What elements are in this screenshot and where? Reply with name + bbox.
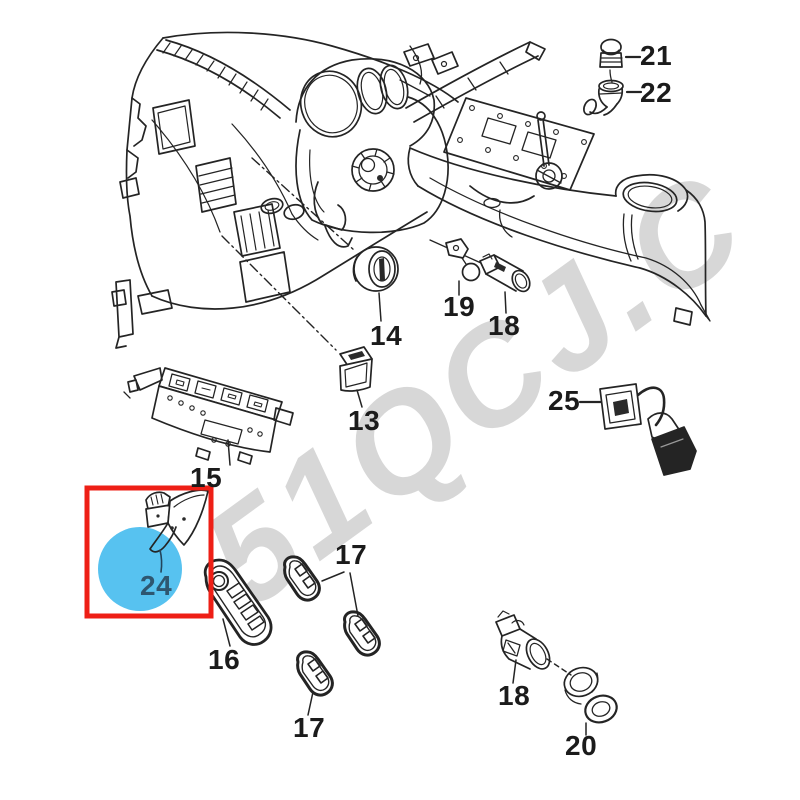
dashboard-assembly-drawing — [111, 31, 459, 349]
part-label-17-upper: 17 — [335, 539, 368, 570]
part-15-drawing — [123, 367, 294, 466]
center-console-drawing — [399, 41, 711, 326]
part-18-lower-drawing — [495, 610, 572, 684]
part-21-drawing — [599, 38, 642, 83]
part-17-switches-drawing — [283, 555, 381, 716]
part-label-14: 14 — [370, 320, 403, 351]
part-20-drawing — [563, 666, 618, 736]
part-19-drawing — [429, 238, 482, 296]
part-label-24-highlighted: 24 — [140, 570, 173, 601]
part-label-17-lower: 17 — [293, 712, 326, 743]
part-25-drawing — [578, 383, 697, 476]
highlight-circle — [98, 527, 182, 611]
part-label-22: 22 — [640, 77, 673, 108]
part-label-21: 21 — [640, 40, 673, 71]
part-label-18-lower: 18 — [498, 680, 531, 711]
part-18-upper-drawing — [479, 253, 531, 314]
part-14-drawing — [251, 157, 399, 322]
part-label-19: 19 — [443, 291, 476, 322]
part-label-20: 20 — [565, 730, 598, 761]
part-label-18-upper: 18 — [488, 310, 521, 341]
part-label-16: 16 — [208, 644, 241, 675]
part-22-drawing — [583, 79, 643, 116]
part-13-drawing — [221, 235, 373, 408]
highlight-box — [84, 485, 214, 619]
part-24-drawing — [145, 489, 209, 573]
part-label-25: 25 — [548, 385, 581, 416]
part-label-13: 13 — [348, 405, 381, 436]
part-label-15: 15 — [190, 462, 223, 493]
